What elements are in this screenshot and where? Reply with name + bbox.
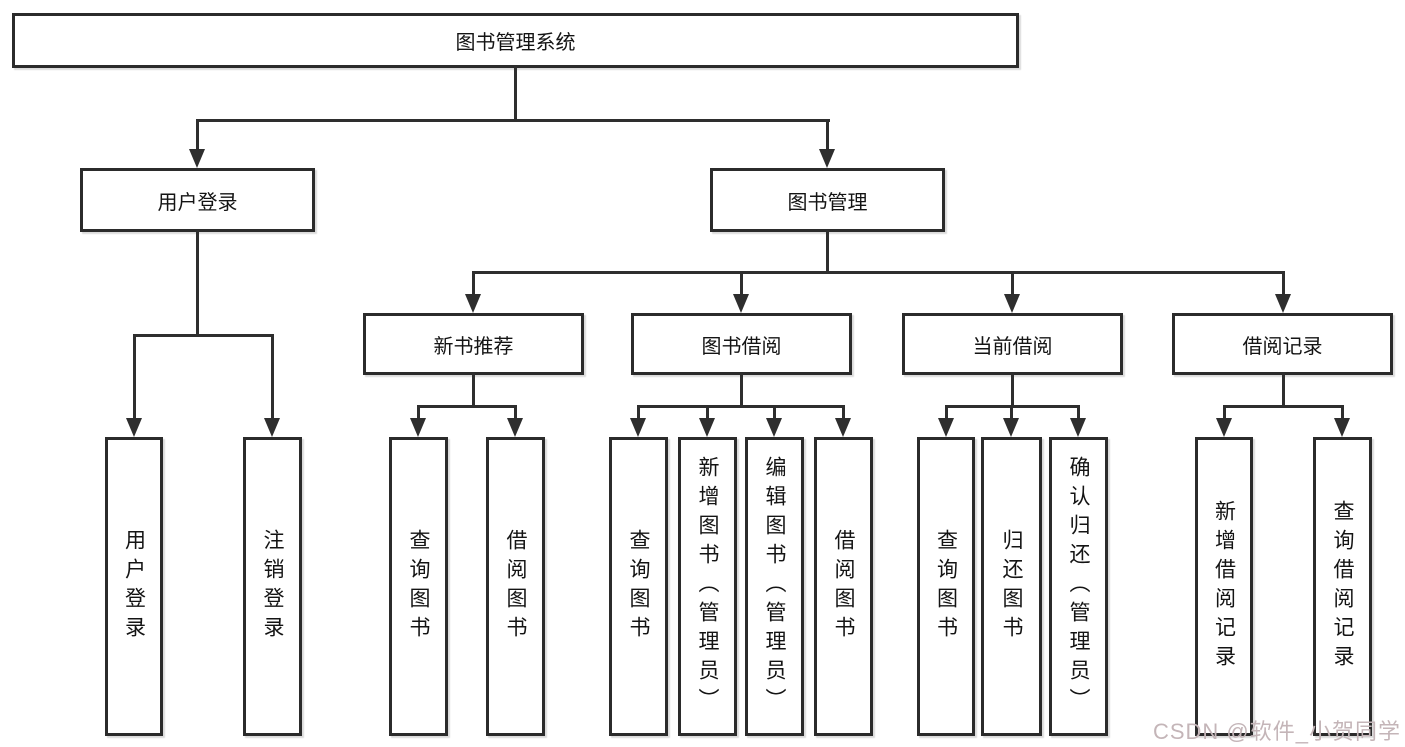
connector-line — [472, 273, 475, 298]
leaf-node-label: 注销登录 — [261, 528, 284, 645]
connector-line — [1011, 373, 1014, 407]
connector-line — [1341, 407, 1344, 421]
arrowhead-down-icon — [819, 149, 835, 168]
leaf-node-label: 借阅图书 — [504, 528, 527, 645]
connector-line — [472, 271, 1285, 274]
connector-line — [1223, 407, 1226, 421]
leaf-node-label: 查询图书 — [407, 528, 430, 645]
leaf-node-label: 新增图书（管理员） — [696, 456, 719, 717]
leaf-node-label: 新增借阅记录 — [1212, 499, 1236, 674]
arrowhead-down-icon — [835, 418, 851, 437]
leaf-node-query-books: 查询图书 — [609, 437, 668, 736]
connector-line — [196, 121, 199, 152]
level3-node-label: 图书借阅 — [701, 335, 782, 358]
connector-line — [133, 334, 274, 337]
connector-line — [1282, 273, 1285, 298]
leaf-node-add-borrow-record: 新增借阅记录 — [1195, 437, 1253, 736]
leaf-node-label: 借阅图书 — [832, 528, 855, 645]
connector-line — [417, 407, 420, 421]
arrowhead-down-icon — [699, 418, 715, 437]
leaf-node-logout: 注销登录 — [243, 437, 302, 736]
leaf-node-borrow-books: 借阅图书 — [814, 437, 873, 736]
arrowhead-down-icon — [938, 418, 954, 437]
arrowhead-down-icon — [507, 418, 523, 437]
connector-line — [1223, 405, 1344, 408]
arrowhead-down-icon — [1003, 418, 1019, 437]
connector-line — [514, 66, 517, 120]
connector-line — [842, 407, 845, 421]
level3-node-label: 新书推荐 — [433, 335, 514, 358]
root-node-library-system: 图书管理系统 — [12, 13, 1019, 68]
arrowhead-down-icon — [410, 418, 426, 437]
watermark-text: CSDN @软件_小贺同学 — [1152, 719, 1401, 744]
connector-line — [637, 405, 845, 408]
connector-line — [740, 373, 743, 407]
connector-line — [196, 230, 199, 336]
level2-node-label: 图书管理 — [787, 191, 868, 214]
leaf-node-label: 归还图书 — [1000, 528, 1023, 645]
leaf-node-query-books: 查询图书 — [917, 437, 975, 736]
root-node-label: 图书管理系统 — [455, 32, 576, 54]
connector-line — [706, 407, 709, 421]
leaf-node-label: 查询图书 — [627, 528, 650, 645]
leaf-node-confirm-return-admin: 确认归还（管理员） — [1049, 437, 1108, 736]
connector-line — [417, 405, 517, 408]
connector-line — [1010, 407, 1013, 421]
arrowhead-down-icon — [465, 294, 481, 313]
connector-line — [196, 119, 830, 122]
connector-line — [1011, 273, 1014, 298]
connector-line — [514, 407, 517, 421]
arrowhead-down-icon — [630, 418, 646, 437]
arrowhead-down-icon — [766, 418, 782, 437]
leaf-node-label: 查询图书 — [934, 528, 958, 645]
arrowhead-down-icon — [1070, 418, 1086, 437]
leaf-node-edit-books-admin: 编辑图书（管理员） — [745, 437, 804, 736]
connector-line — [826, 121, 829, 152]
connector-line — [1282, 373, 1285, 407]
level3-node-label: 当前借阅 — [972, 335, 1053, 358]
connector-line — [472, 373, 475, 407]
arrowhead-down-icon — [1216, 418, 1232, 437]
level2-node-book-management: 图书管理 — [710, 168, 945, 232]
connector-line — [637, 407, 640, 421]
arrowhead-down-icon — [1334, 418, 1350, 437]
level2-node-user-login: 用户登录 — [80, 168, 315, 232]
leaf-node-label: 查询借阅记录 — [1331, 499, 1354, 674]
level2-node-label: 用户登录 — [157, 191, 238, 214]
leaf-node-borrow-books: 借阅图书 — [486, 437, 545, 736]
connector-line — [271, 336, 274, 422]
connector-line — [740, 273, 743, 298]
connector-line — [133, 336, 136, 422]
level3-node-current-borrowing: 当前借阅 — [902, 313, 1123, 375]
connector-line — [773, 407, 776, 421]
arrowhead-down-icon — [1004, 294, 1020, 313]
leaf-node-return-books: 归还图书 — [981, 437, 1042, 736]
leaf-node-add-books-admin: 新增图书（管理员） — [678, 437, 737, 736]
level3-node-label: 借阅记录 — [1242, 335, 1323, 358]
connector-line — [945, 407, 948, 421]
leaf-node-label: 确认归还（管理员） — [1067, 456, 1090, 717]
level3-node-borrowing-records: 借阅记录 — [1172, 313, 1393, 375]
level3-node-book-borrowing: 图书借阅 — [631, 313, 852, 375]
leaf-node-label: 用户登录 — [122, 528, 146, 645]
connector-line — [826, 230, 829, 273]
connector-line — [945, 405, 1080, 408]
level3-node-new-book-recommend: 新书推荐 — [363, 313, 584, 375]
arrowhead-down-icon — [733, 294, 749, 313]
arrowhead-down-icon — [1275, 294, 1291, 313]
leaf-node-query-borrow-record: 查询借阅记录 — [1313, 437, 1372, 736]
leaf-node-query-books: 查询图书 — [389, 437, 448, 736]
arrowhead-down-icon — [189, 149, 205, 168]
arrowhead-down-icon — [264, 418, 280, 437]
arrowhead-down-icon — [126, 418, 142, 437]
connector-line — [1077, 407, 1080, 421]
leaf-node-label: 编辑图书（管理员） — [763, 456, 786, 717]
leaf-node-user-login: 用户登录 — [105, 437, 163, 736]
